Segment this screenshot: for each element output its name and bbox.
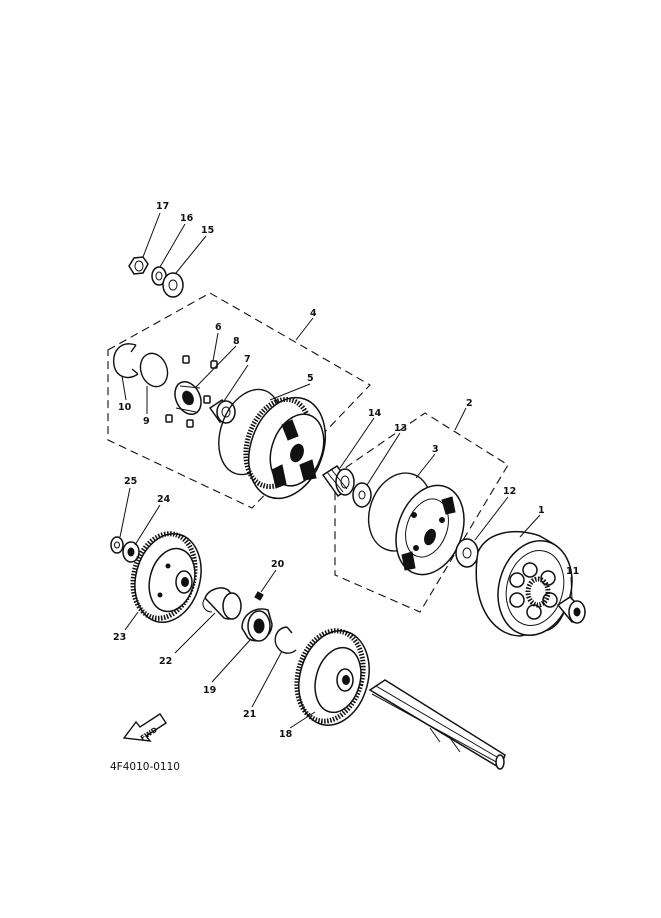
callout-11: 11 xyxy=(566,566,579,577)
callout-9: 9 xyxy=(143,416,150,427)
callout-4: 4 xyxy=(310,308,317,319)
callout-24: 24 xyxy=(157,494,171,505)
callout-6: 6 xyxy=(215,322,222,333)
callout-19: 19 xyxy=(203,685,216,696)
part-1-clutch-housing xyxy=(475,530,573,637)
part-19-cam xyxy=(241,608,273,642)
callout-17: 17 xyxy=(156,201,169,212)
part-12-washer xyxy=(455,538,479,568)
part-23-gear xyxy=(130,531,202,623)
callout-14: 14 xyxy=(368,408,382,419)
callout-22: 22 xyxy=(159,656,172,667)
part-22-collar xyxy=(202,587,242,620)
callout-3: 3 xyxy=(432,444,439,455)
callout-8: 8 xyxy=(233,336,240,347)
callout-23: 23 xyxy=(113,632,126,643)
part-18-gear-shaft xyxy=(294,628,506,770)
callout-16: 16 xyxy=(180,213,194,224)
callout-15: 15 xyxy=(201,225,214,236)
callout-7: 7 xyxy=(244,354,251,365)
part-7-collar xyxy=(208,399,236,424)
callout-numbers: 17 16 15 4 6 8 7 5 10 9 14 13 2 3 12 1 1… xyxy=(113,201,579,740)
diagram-code: 4F4010-0110 xyxy=(110,761,180,773)
part-13-washer xyxy=(352,482,372,508)
part-14-spacer xyxy=(321,464,355,498)
callout-12: 12 xyxy=(503,486,516,497)
part-20-key xyxy=(254,591,264,601)
callout-1: 1 xyxy=(538,505,545,516)
part-3-clutch-carrier xyxy=(367,472,465,576)
callout-10: 10 xyxy=(118,402,132,413)
part-8-one-way-clutch xyxy=(174,381,202,415)
part-10-circlip xyxy=(113,343,139,379)
part-25-washer xyxy=(110,536,124,554)
part-16-lock-washer xyxy=(151,266,167,286)
part-4-primary-clutch xyxy=(243,396,326,500)
assembly-2-outline xyxy=(334,412,509,613)
callout-20: 20 xyxy=(271,559,285,570)
fwd-arrow-icon: FWD xyxy=(122,713,167,743)
callout-25: 25 xyxy=(124,476,137,487)
callout-21: 21 xyxy=(243,709,256,720)
part-21-circlip xyxy=(274,626,297,654)
part-11-bearing xyxy=(556,596,587,624)
part-15-washer xyxy=(162,272,184,298)
callout-18: 18 xyxy=(279,729,293,740)
assembly-4-outline xyxy=(107,292,371,509)
callout-2: 2 xyxy=(466,398,473,409)
callout-5: 5 xyxy=(307,373,314,384)
callout-13: 13 xyxy=(394,423,407,434)
leader-lines xyxy=(119,212,573,729)
part-17-nut xyxy=(128,256,149,275)
part-9-o-ring xyxy=(139,352,169,388)
part-24-bearing xyxy=(122,541,140,563)
